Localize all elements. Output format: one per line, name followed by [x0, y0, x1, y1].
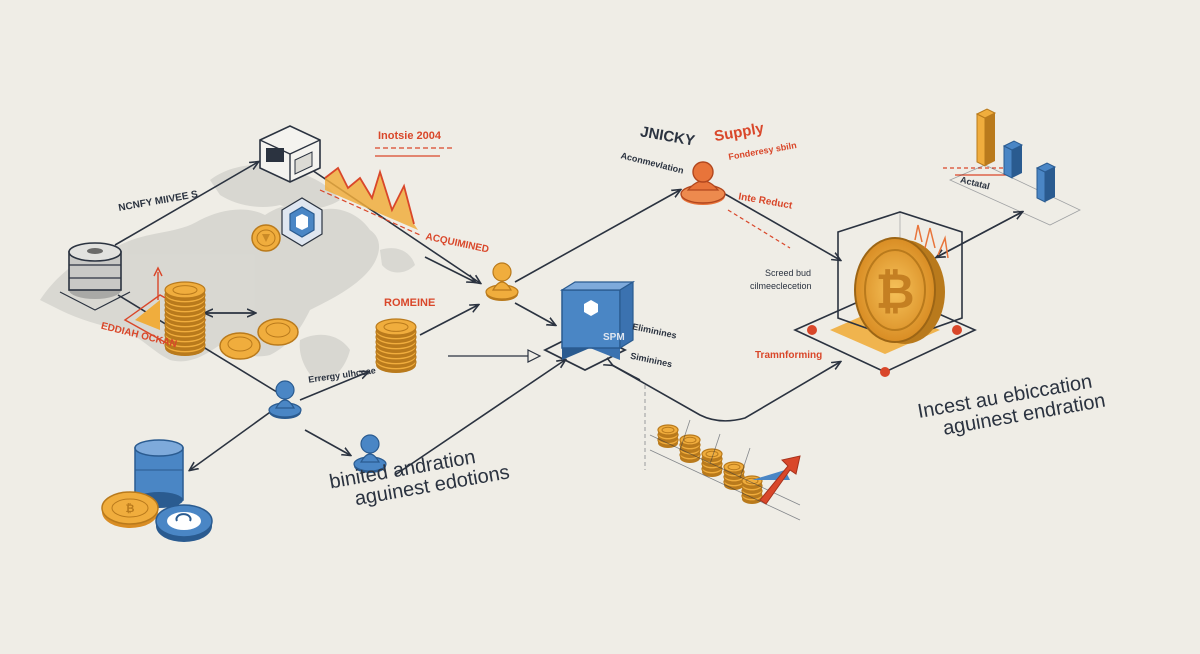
- label-romeine: ROMEINE: [384, 297, 436, 309]
- label-insight-year: Inotsie 2004: [378, 130, 441, 142]
- supply-user-icon: [680, 161, 726, 205]
- connector-user2-cube: [394, 360, 565, 476]
- coin-stack-icon: [741, 475, 763, 504]
- coin-stack-icon: [375, 318, 417, 373]
- connector-user-user2: [304, 429, 350, 455]
- svg-text:₿: ₿: [126, 503, 135, 515]
- bitcoin-icon: ₿: [854, 224, 949, 344]
- bar-column: [1002, 140, 1024, 179]
- user-node-icon: [268, 380, 302, 419]
- label-transforming: Tramnforming: [755, 350, 823, 361]
- coin-stack-icon: [657, 424, 679, 448]
- coin-stacks: [164, 281, 763, 504]
- coin-pair: [219, 318, 299, 360]
- printer-icon: [259, 125, 321, 183]
- label-second-bid: Screed bud: [765, 268, 812, 278]
- user-node-icon: [353, 434, 387, 473]
- hexagon-token-icon: [281, 197, 323, 247]
- bar-column: [1035, 162, 1057, 203]
- bar-chart-icon: [949, 108, 1081, 226]
- user-nodes: [268, 262, 519, 473]
- grid-plot: [644, 385, 801, 521]
- spike-chart: [324, 166, 418, 230]
- svg-text:₿: ₿: [875, 266, 914, 319]
- coin-gold-large: ₿: [101, 491, 159, 528]
- world-map-background: [40, 164, 415, 381]
- connector-supply-bitcoin: [724, 193, 840, 260]
- cube-label: SPM: [603, 332, 625, 343]
- connector-server-printer: [114, 162, 258, 246]
- bar-column: [975, 108, 997, 167]
- coin-stack-icon: [164, 281, 206, 356]
- growth-arrow-icon: [752, 455, 801, 505]
- connector-user-coins: [299, 372, 368, 401]
- coin-icon: [251, 224, 281, 252]
- connector-acquired-node: [424, 256, 475, 282]
- blue-barrel-icon: [134, 439, 184, 508]
- connector-node-supply: [514, 190, 680, 283]
- user-node-icon: [485, 262, 519, 301]
- server-icon: [59, 242, 131, 311]
- connector-cube-bitcoin: [611, 362, 840, 422]
- connector-coins-node: [419, 305, 478, 336]
- connector-user-barrel: [190, 404, 281, 470]
- cube-node-icon: SPM: [542, 280, 636, 372]
- red-accents: [319, 147, 1010, 249]
- coin-stack-icon: [701, 448, 723, 477]
- connector-cube-return: [612, 365, 641, 381]
- coin-blue-large: [155, 504, 213, 542]
- coin-stack-icon: [679, 434, 701, 463]
- label-circulation: cilmeeclecetion: [750, 281, 812, 291]
- connector-chart-bitcoin: [937, 211, 1023, 257]
- connector-node-cube: [514, 302, 555, 325]
- hollow-arrow-head: [527, 349, 542, 363]
